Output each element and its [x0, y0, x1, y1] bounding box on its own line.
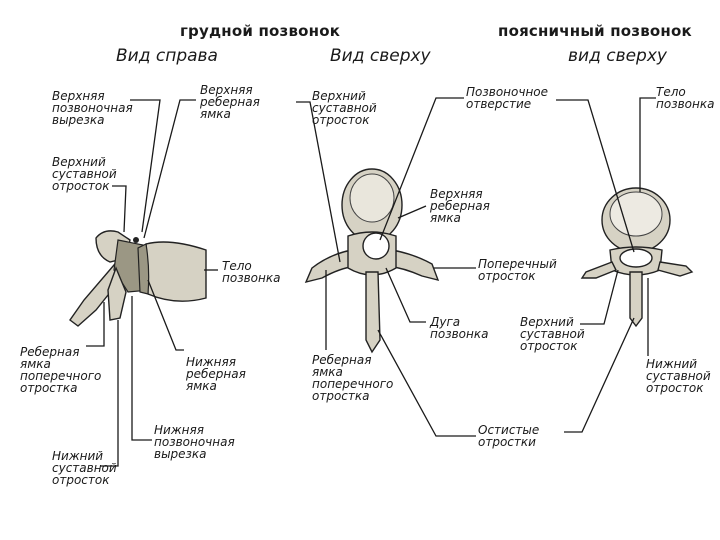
- label-vertebral-body-side: Тело позвонка: [222, 259, 281, 285]
- label-upper-vertebral-notch: Верхняя позвоночная вырезка: [52, 89, 133, 127]
- vertebral-body-side-shape: [145, 241, 207, 302]
- label-lower-articular-process-lumbar: Нижний суставной отросток: [646, 357, 711, 395]
- lumbar-top-view-drawing: [580, 187, 694, 328]
- lumbar-left-transverse: [580, 261, 617, 279]
- upper-costal-facet-dot: [133, 237, 139, 243]
- thoracic-top-view-title: Вид сверху: [330, 46, 431, 66]
- label-lower-vertebral-notch: Нижняя позвоночная вырезка: [154, 423, 235, 461]
- vertebral-foramen-shape: [362, 232, 390, 260]
- label-transverse-process: Поперечный отросток: [478, 257, 557, 283]
- body-top-inner: [349, 173, 395, 223]
- spinous-process-shape: [365, 271, 381, 354]
- thoracic-side-view-drawing: [69, 230, 207, 327]
- right-side-view-title: Вид справа: [116, 46, 218, 66]
- label-vertebral-body-lumbar: Тело позвонка: [656, 85, 715, 111]
- lumbar-top-view-title: вид сверху: [568, 46, 667, 66]
- lumbar-vertebra-header: поясничный позвонок: [498, 22, 692, 40]
- lower-articular-process-shape: [107, 266, 127, 321]
- leader-lines: [86, 97, 656, 467]
- label-lower-costal-facet: Нижняя реберная ямка: [186, 355, 246, 393]
- label-upper-articular-process-side: Верхний суставной отросток: [52, 155, 117, 193]
- lumbar-right-transverse: [657, 261, 694, 277]
- label-vertebral-foramen: Позвоночное отверстие: [466, 85, 549, 111]
- label-upper-costal-facet-top: Верхняя реберная ямка: [430, 187, 490, 225]
- lumbar-spinous-shape: [629, 271, 643, 328]
- label-costal-facet-transverse-top: Реберная ямка поперечного отростка: [312, 353, 394, 403]
- label-vertebral-arch: Дуга позвонка: [430, 315, 489, 341]
- label-upper-articular-process-lumbar: Верхний суставной отросток: [520, 315, 585, 353]
- label-upper-costal-facet: Верхняя реберная ямка: [200, 83, 260, 121]
- lumbar-foramen-shape: [619, 248, 653, 268]
- lumbar-body-inner: [609, 191, 663, 237]
- label-upper-articular-process-top: Верхний суставной отросток: [312, 89, 377, 127]
- body-edge-shape: [137, 243, 150, 295]
- label-costal-facet-transverse-side: Реберная ямка поперечного отростка: [20, 345, 102, 395]
- thoracic-vertebra-header: грудной позвонок: [180, 22, 341, 40]
- label-lower-articular-process-side: Нижний суставной отросток: [52, 449, 117, 487]
- label-spinous-processes: Остистые отростки: [478, 423, 540, 449]
